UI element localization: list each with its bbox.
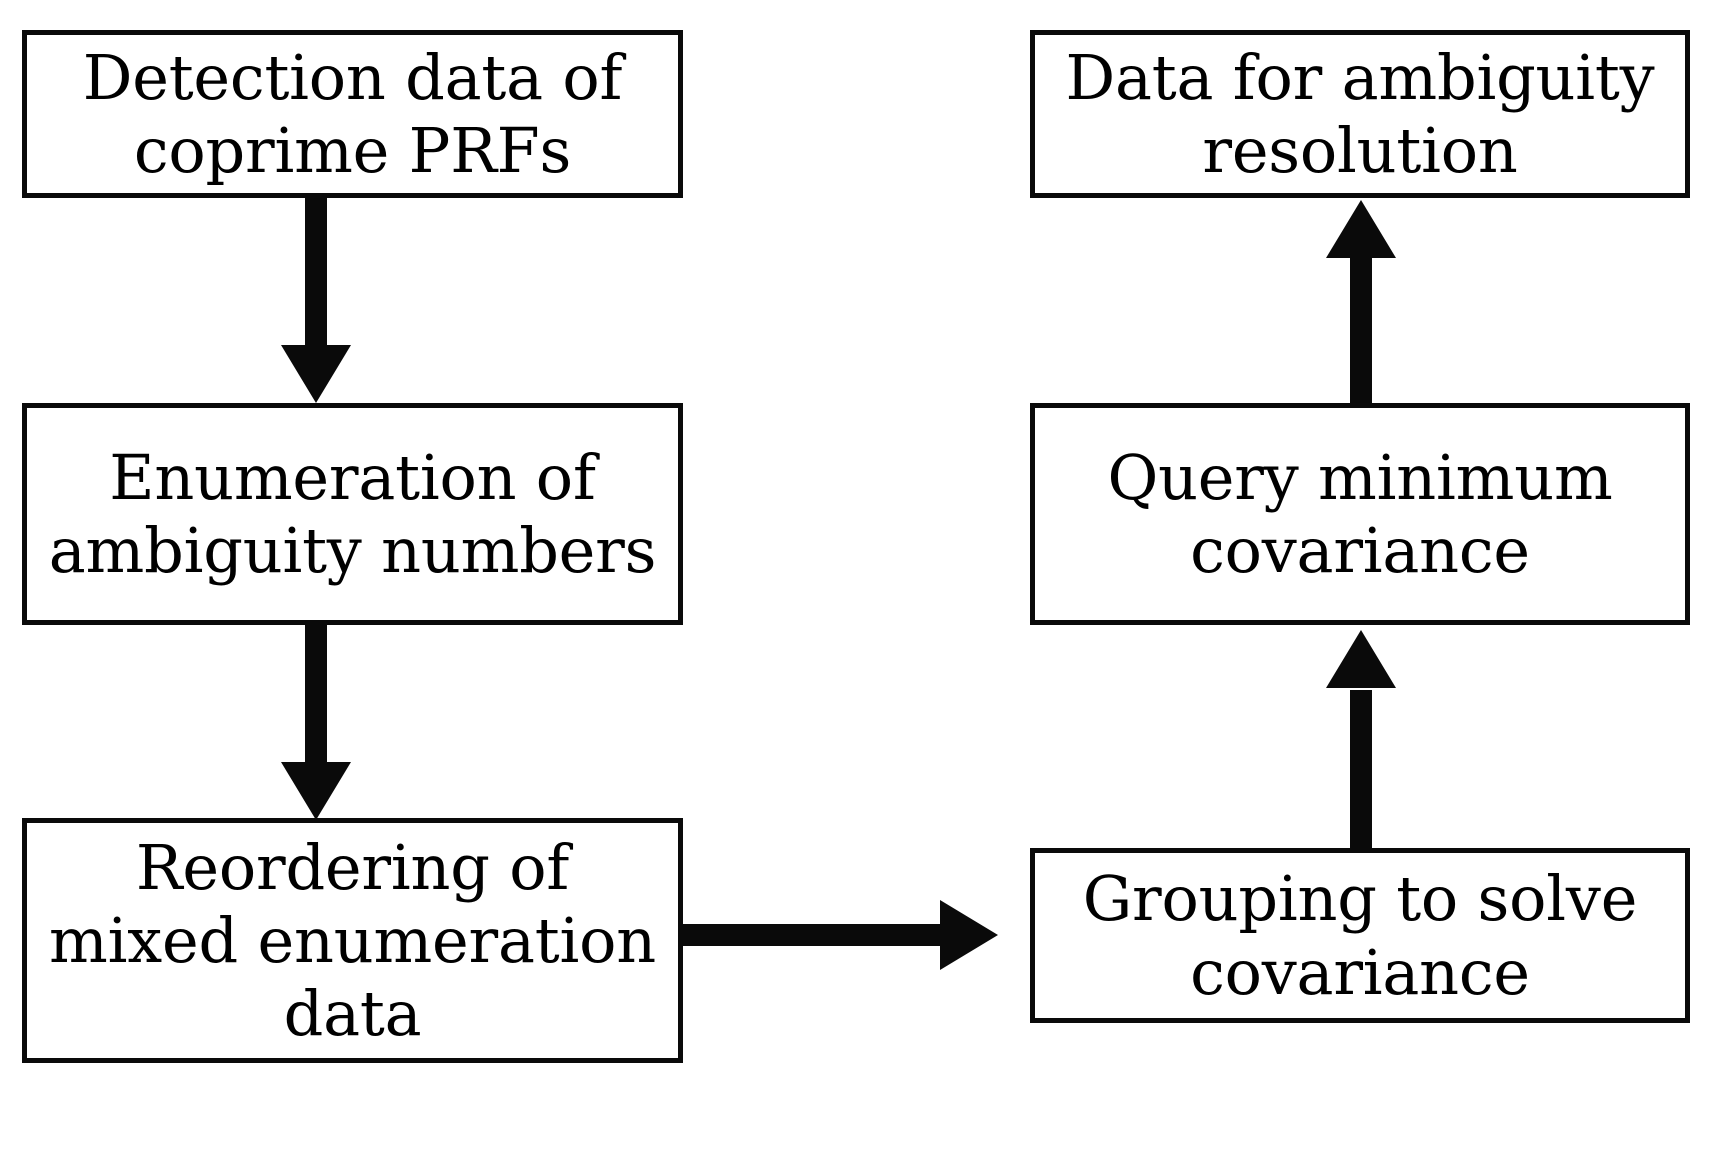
arrow-head-right-icon <box>940 900 998 970</box>
arrow-shaft <box>683 924 943 946</box>
arrow-shaft <box>1350 258 1372 408</box>
arrow-shaft <box>1350 690 1372 850</box>
arrow-head-up-icon <box>1326 200 1396 258</box>
node-grouping-to-solve-covariance[interactable]: Grouping to solve covariance <box>1030 848 1690 1023</box>
node-detection-data-label: Detection data of coprime PRFs <box>82 40 623 187</box>
arrow-head-down-icon <box>281 762 351 820</box>
node-query-minimum-label: Query minimum covariance <box>1107 440 1613 587</box>
node-enumeration-of-ambiguity-numbers[interactable]: Enumeration of ambiguity numbers <box>22 403 683 625</box>
node-reordering-of-mixed-enumeration-data[interactable]: Reordering of mixed enumeration data <box>22 818 683 1063</box>
node-reordering-label: Reordering of mixed enumeration data <box>49 830 656 1051</box>
node-grouping-solve-label: Grouping to solve covariance <box>1082 862 1638 1009</box>
node-enumeration-label: Enumeration of ambiguity numbers <box>48 440 657 587</box>
node-detection-data[interactable]: Detection data of coprime PRFs <box>22 30 683 198</box>
arrow-head-down-icon <box>281 345 351 403</box>
arrow-shaft <box>305 198 327 348</box>
node-data-for-ambiguity-resolution[interactable]: Data for ambiguity resolution <box>1030 30 1690 198</box>
arrow-shaft <box>305 625 327 765</box>
arrow-head-up-icon <box>1326 630 1396 688</box>
node-data-for-ambiguity-label: Data for ambiguity resolution <box>1065 40 1655 187</box>
